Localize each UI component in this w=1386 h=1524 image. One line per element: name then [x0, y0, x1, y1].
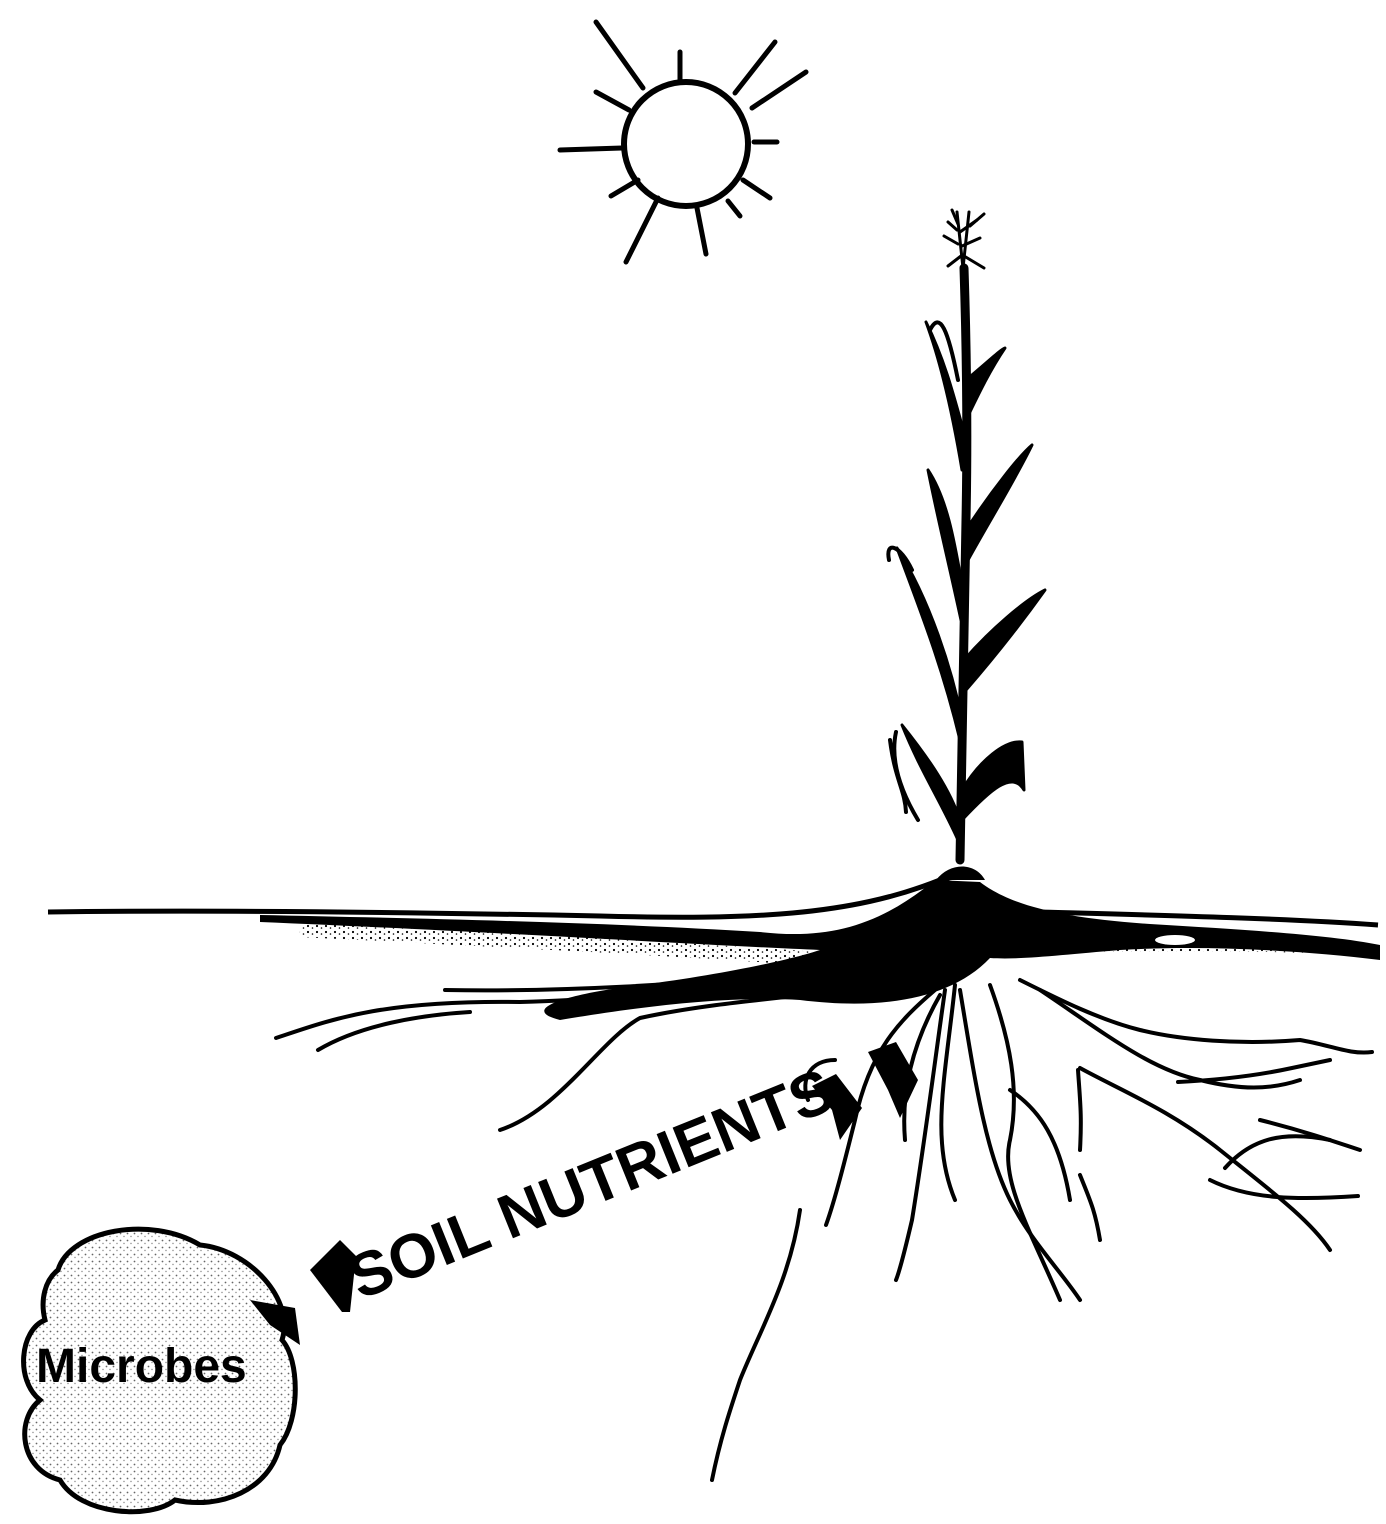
microbes-label: Microbes: [36, 1340, 247, 1393]
plant-icon: [888, 210, 1045, 860]
sun-icon: [560, 22, 806, 262]
nutrients-label: SOIL NUTRIENTS: [339, 1056, 843, 1313]
arrow-icon: [310, 1240, 356, 1312]
soil-surface: [48, 867, 1380, 1021]
